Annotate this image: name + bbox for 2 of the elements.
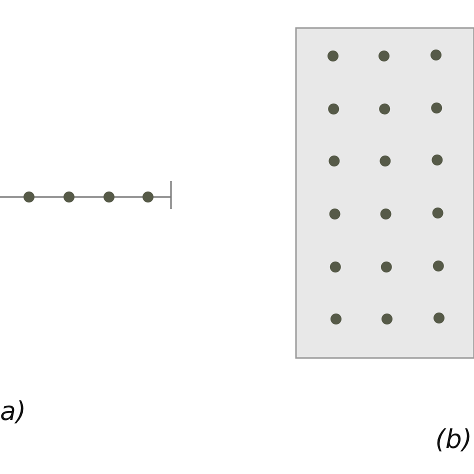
panel-label: (b)	[435, 425, 472, 455]
panel-label: a)	[0, 397, 26, 427]
